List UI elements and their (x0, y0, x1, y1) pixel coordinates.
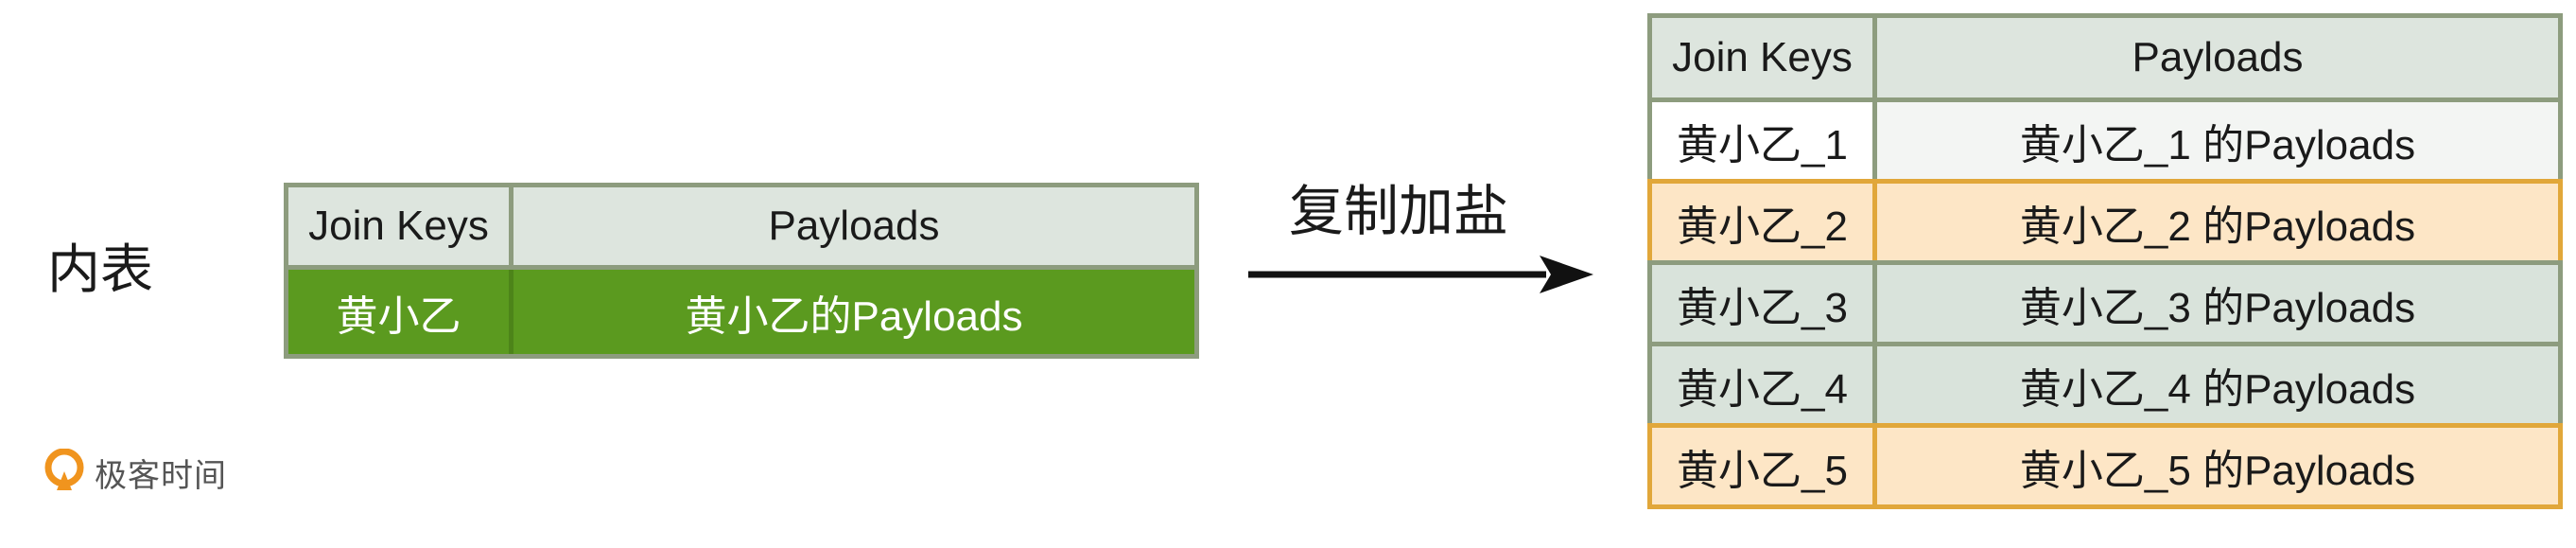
payload-cell: 黄小乙_2 的Payloads (2019, 203, 2416, 250)
payload-cell: 黄小乙_3 的Payloads (2019, 284, 2416, 331)
source-table-header: Join Keys Payloads (284, 183, 1199, 270)
join-key-cell: 黄小乙_4 (1652, 346, 1877, 423)
header-join-keys: Join Keys (1652, 18, 1877, 97)
salted-table-header: Join Keys Payloads (1647, 13, 2563, 102)
salted-table: Join Keys Payloads 黄小乙_1 黄小乙_1 的Payloads… (1647, 13, 2563, 509)
logo-text: 极客时间 (95, 457, 227, 494)
header-payloads: Payloads (768, 203, 940, 249)
source-table: Join Keys Payloads 黄小乙 黄小乙的Payloads (284, 183, 1199, 359)
table-row: 黄小乙_1 黄小乙_1 的Payloads (1647, 97, 2563, 184)
table-row-highlighted: 黄小乙_5 黄小乙_5 的Payloads (1647, 423, 2563, 509)
join-key-cell: 黄小乙_5 (1652, 428, 1877, 504)
header-payloads: Payloads (2132, 34, 2304, 80)
table-row: 黄小乙_3 黄小乙_3 的Payloads (1647, 260, 2563, 346)
join-key-cell: 黄小乙_3 (1652, 265, 1877, 342)
source-payload: 黄小乙的Payloads (685, 292, 1023, 340)
payload-cell: 黄小乙_1 的Payloads (1877, 102, 2558, 179)
source-table-row: 黄小乙 黄小乙的Payloads (284, 270, 1199, 359)
geekbang-logo-icon (44, 449, 84, 490)
payload-cell: 黄小乙_5 的Payloads (2019, 447, 2416, 494)
inner-table-label: 内表 (47, 239, 153, 299)
brand-logo: 极客时间 (44, 449, 227, 496)
table-row-highlighted: 黄小乙_2 黄小乙_2 的Payloads (1647, 179, 2563, 265)
payload-cell: 黄小乙_4 的Payloads (2019, 365, 2416, 413)
right-arrow-icon (1248, 256, 1593, 293)
header-join-keys: Join Keys (288, 187, 513, 265)
table-row: 黄小乙_4 黄小乙_4 的Payloads (1647, 342, 2563, 428)
join-key-cell: 黄小乙_2 (1652, 184, 1877, 260)
operation-label: 复制加盐 (1289, 181, 1509, 242)
join-key-cell: 黄小乙_1 (1652, 102, 1877, 179)
source-join-key: 黄小乙 (288, 270, 513, 354)
